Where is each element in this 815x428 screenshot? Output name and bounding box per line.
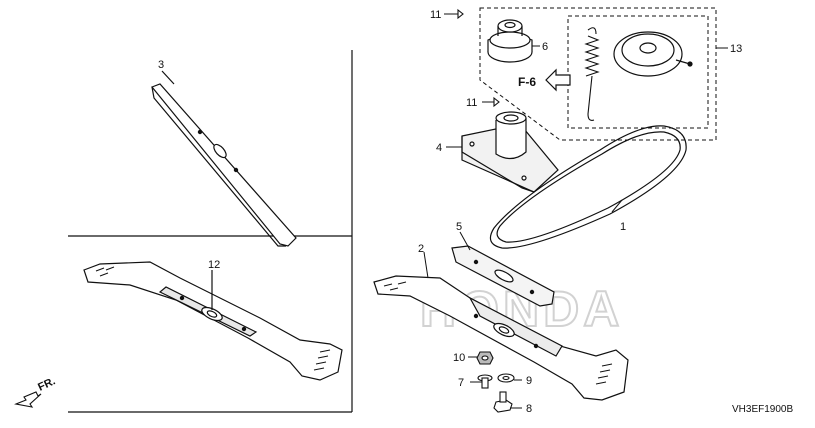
callout-9: 9 <box>526 375 532 387</box>
leader-lines <box>423 13 623 409</box>
blade-3 <box>151 70 297 247</box>
callout-1: 1 <box>620 221 626 233</box>
callout-5: 5 <box>456 221 462 233</box>
callout-6: 6 <box>542 41 548 53</box>
front-direction-arrow <box>14 391 42 408</box>
tension-spring <box>584 27 600 121</box>
blade-2 <box>373 275 629 401</box>
callout-11-top: 11 <box>430 9 441 21</box>
callout-12: 12 <box>208 259 220 271</box>
figure-ref-arrow <box>545 68 571 92</box>
diagram-code: VH3EF1900B <box>732 404 793 415</box>
callout-8: 8 <box>526 403 532 415</box>
drive-pulley <box>487 19 533 63</box>
idler-pulley <box>613 31 693 77</box>
callout-3: 3 <box>158 59 164 71</box>
callout-13: 13 <box>730 43 742 55</box>
fastener-parts <box>476 351 515 413</box>
callout-11-mid: 11 <box>466 97 477 109</box>
callout-4: 4 <box>436 142 442 154</box>
direction-label: FR. <box>36 375 57 393</box>
callout-10: 10 <box>453 352 465 364</box>
callout-7: 7 <box>458 377 464 389</box>
tensioner-kit-box <box>479 7 728 141</box>
drive-belt <box>489 125 687 249</box>
figure-ref: F-6 <box>518 75 536 89</box>
blade-12 <box>83 261 343 381</box>
callout-2: 2 <box>418 243 424 255</box>
panel-dividers <box>68 50 353 413</box>
pulley-housing <box>461 111 559 193</box>
